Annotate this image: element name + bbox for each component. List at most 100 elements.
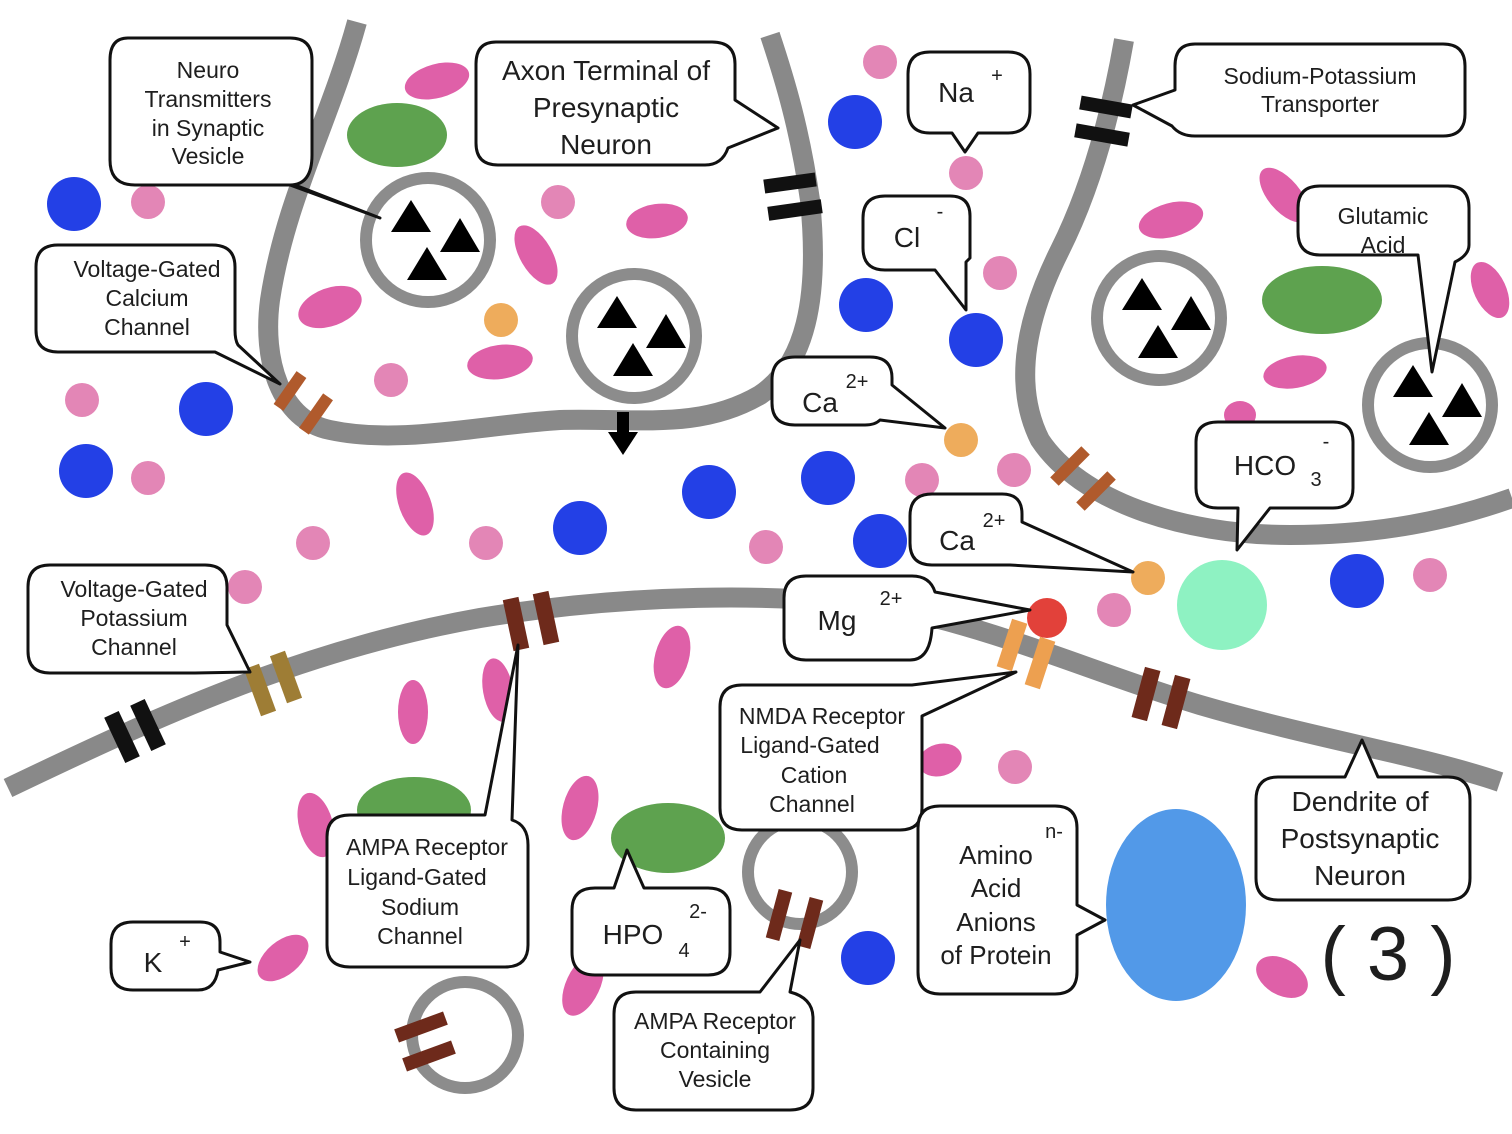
label-line: Dendrite of	[1292, 786, 1429, 817]
potassium-symbol: K	[144, 947, 163, 978]
chloride-ions	[47, 95, 1384, 985]
chloride-charge: -	[937, 201, 944, 223]
callout-ampa-receptor: AMPA Receptor Ligand-Gated Sodium Channe…	[325, 643, 530, 969]
chloride-ion	[682, 465, 736, 519]
bicarbonate-symbol: HCO	[1234, 450, 1296, 481]
label-line: Presynaptic	[533, 92, 679, 123]
svg-text:Potassium: Potassium	[80, 605, 187, 631]
svg-text:AMPA Receptor: AMPA Receptor	[346, 834, 508, 860]
voltage-gated-calcium-channel	[1050, 446, 1116, 511]
synaptic-vesicles	[360, 172, 1498, 473]
sodium-ion	[374, 363, 408, 397]
svg-text:Amino: Amino	[959, 840, 1033, 870]
label-line: Neuro	[177, 57, 240, 83]
callout-potassium: K +	[109, 920, 252, 992]
sodium-ion	[983, 256, 1017, 290]
ampa-receptor-subunit	[394, 1011, 448, 1043]
ampa-receptor-subunit	[796, 897, 824, 949]
sodium-ion	[1097, 593, 1131, 627]
calcium-ion	[484, 303, 518, 337]
svg-text:Voltage-Gated: Voltage-Gated	[73, 256, 220, 282]
callout-voltage-gated-calcium: Voltage-Gated Calcium Channel	[34, 243, 282, 386]
neurotransmitter	[613, 343, 653, 376]
neurotransmitter	[646, 314, 686, 348]
bicarbonate-subscript: 3	[1310, 469, 1321, 491]
neurotransmitter	[1171, 296, 1211, 330]
sodium-ion	[1413, 558, 1447, 592]
callout-calcium-mid: Ca 2+	[908, 492, 1135, 574]
calcium-symbol: Ca	[802, 387, 838, 418]
potassium-ion	[1259, 167, 1309, 223]
svg-text:Vesicle: Vesicle	[679, 1066, 752, 1092]
particles	[47, 45, 1510, 1016]
potassium-ion	[396, 472, 434, 536]
neurotransmitter	[440, 218, 480, 252]
bicarbonate-ion	[1177, 560, 1267, 650]
callouts: Neuro Transmitters in Synaptic Vesicle A…	[26, 36, 1472, 1112]
sodium-ion	[863, 45, 897, 79]
potassium-ion	[514, 225, 558, 285]
callout-voltage-gated-potassium: Voltage-Gated Potassium Channel	[26, 563, 252, 675]
synaptic-vesicle	[1091, 250, 1227, 386]
sodium-ion	[65, 383, 99, 417]
phosphate-ion	[347, 103, 447, 167]
right-terminal-membrane	[1015, 38, 1512, 546]
label-line: Containing	[660, 1037, 770, 1063]
svg-text:Neuron: Neuron	[560, 129, 652, 160]
synaptic-vesicle	[360, 172, 496, 308]
phosphate-ion	[611, 803, 725, 873]
chloride-ion	[853, 514, 907, 568]
potassium-ion	[398, 680, 428, 744]
svg-text:AMPA Receptor: AMPA Receptor	[634, 1008, 796, 1034]
magnesium-symbol: Mg	[818, 605, 857, 636]
label-line: AMPA Receptor	[634, 1008, 796, 1034]
label-line: Voltage-Gated	[60, 576, 207, 602]
nmda-receptor	[996, 618, 1056, 690]
label-line: Anions	[956, 907, 1036, 937]
callout-dendrite: Dendrite of Postsynaptic Neuron	[1254, 738, 1472, 902]
label-line: Neuron	[1314, 860, 1406, 891]
protein-anion	[1106, 809, 1246, 1001]
callout-calcium-top: Ca 2+	[770, 355, 947, 430]
potassium-ion	[653, 625, 691, 689]
phosphate-charge: 2-	[689, 901, 707, 923]
svg-text:Calcium: Calcium	[105, 285, 188, 311]
ampa-containing-vesicle	[742, 814, 858, 949]
callout-chloride: Cl -	[861, 194, 972, 312]
potassium-charge: +	[179, 931, 191, 953]
svg-text:Sodium-Potassium: Sodium-Potassium	[1223, 63, 1416, 89]
potassium-ion	[1470, 261, 1510, 319]
label-line: Postsynaptic	[1281, 823, 1440, 854]
label-line: Acid	[971, 873, 1022, 903]
svg-text:Voltage-Gated: Voltage-Gated	[60, 576, 207, 602]
callout-nmda-receptor: NMDA Receptor Ligand-Gated Cation Channe…	[718, 670, 1018, 832]
svg-text:Sodium: Sodium	[381, 894, 459, 920]
sodium-potassium-transporter	[763, 172, 823, 221]
phosphate-subscript: 4	[678, 940, 689, 962]
potassium-ion	[257, 934, 309, 982]
label-line: Axon Terminal of	[502, 55, 710, 86]
sodium-ion	[296, 526, 330, 560]
label-line: Acid	[1361, 232, 1406, 258]
label-line: Channel	[91, 634, 177, 660]
chloride-ion	[59, 444, 113, 498]
neurotransmitter	[407, 247, 447, 280]
svg-text:Acid: Acid	[971, 873, 1022, 903]
label-line: Ligand-Gated	[740, 732, 879, 758]
calcium-symbol: Ca	[939, 525, 975, 556]
callout-glutamic-acid: Glutamic Acid	[1296, 184, 1471, 374]
panel-number: ( 3 )	[1320, 912, 1455, 997]
voltage-gated-calcium-channel	[273, 371, 333, 435]
callout-na-k-transporter: Sodium-Potassium Transporter	[1131, 42, 1467, 138]
sodium-ion	[469, 526, 503, 560]
neurotransmitter	[1393, 365, 1433, 397]
chloride-ion	[179, 382, 233, 436]
potassium-ion	[467, 344, 533, 380]
potassium-ion	[1138, 201, 1204, 239]
svg-text:Channel: Channel	[769, 791, 855, 817]
label-line: NMDA Receptor	[739, 703, 906, 729]
sodium-ion	[905, 463, 939, 497]
phosphate-ions	[347, 103, 1382, 873]
svg-text:Vesicle: Vesicle	[172, 143, 245, 169]
